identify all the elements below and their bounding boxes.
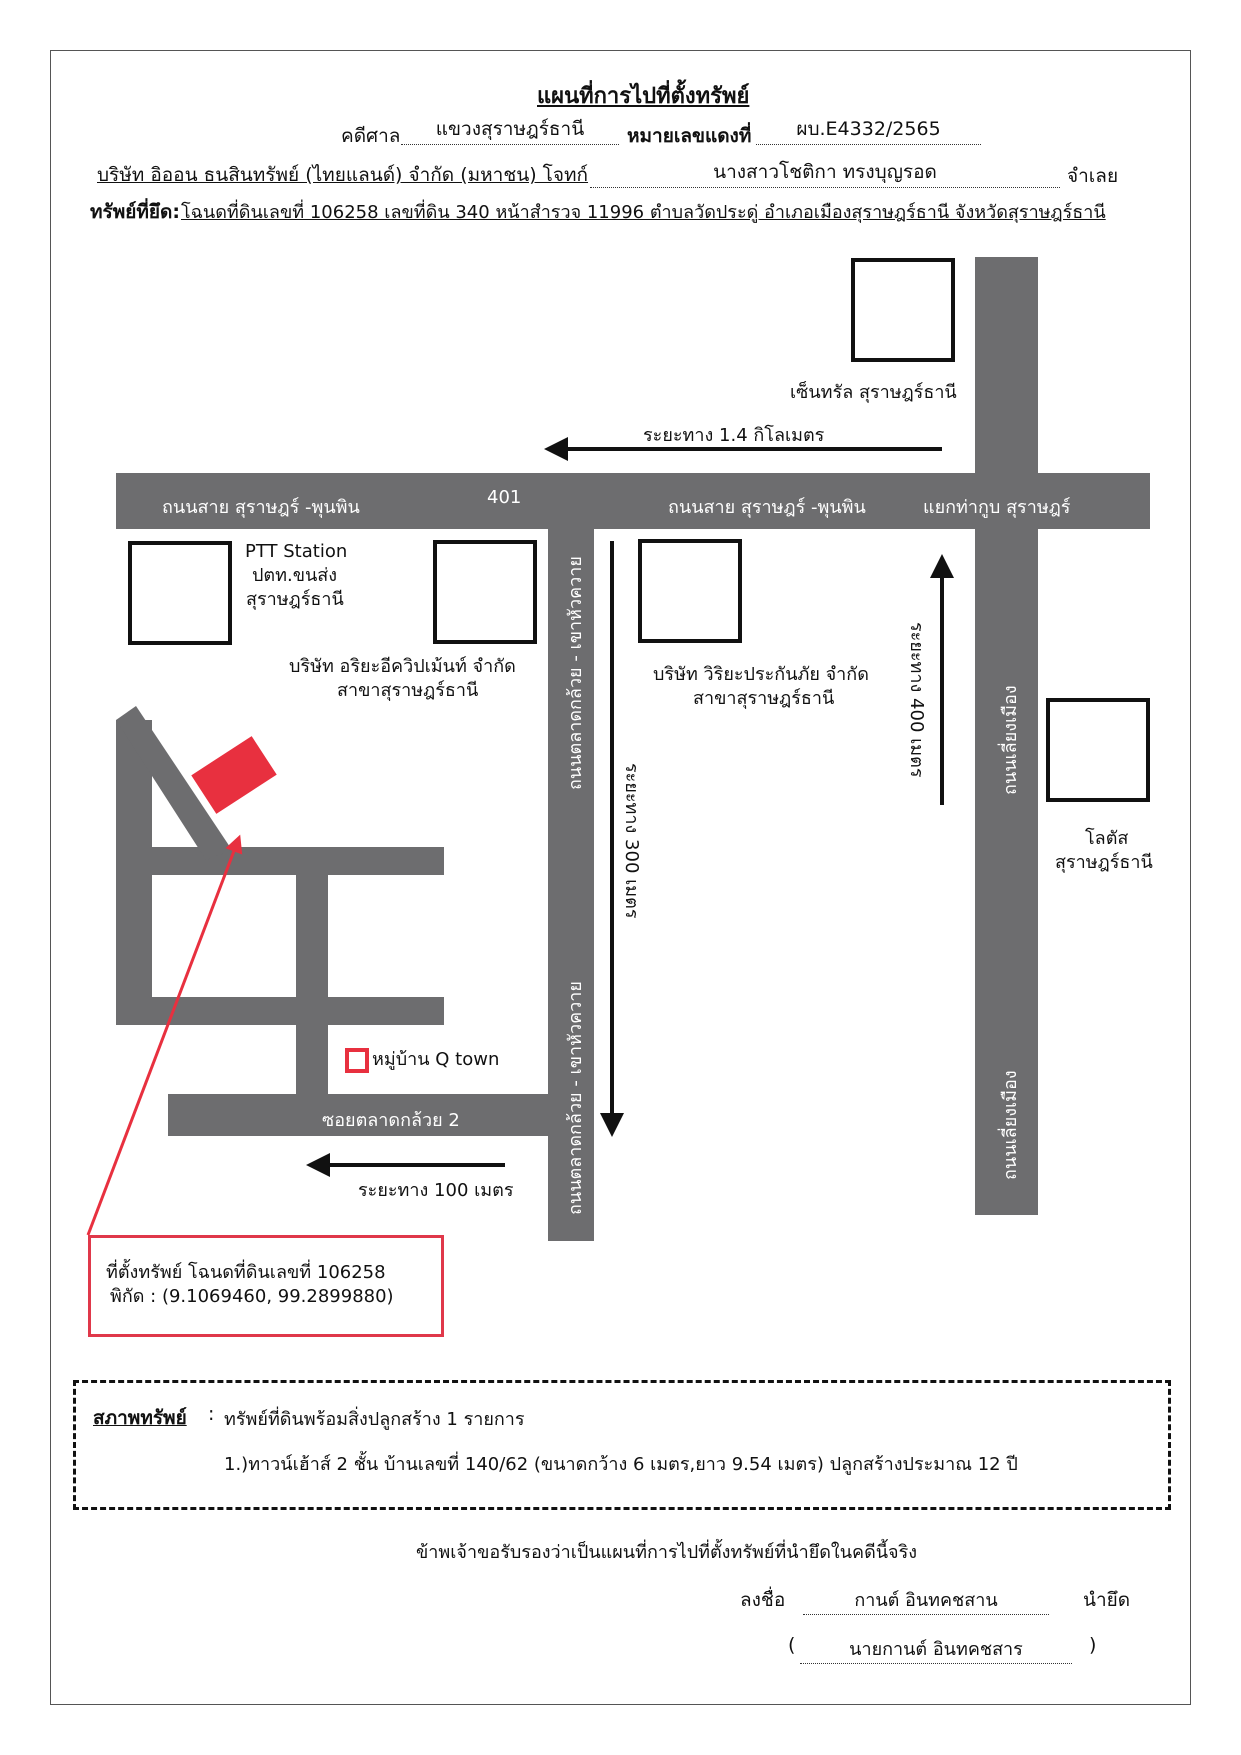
red-number-value: ผบ.E4332/2565: [756, 114, 981, 145]
road-label-talat-kluai-top: ถนนตลาดกล้วย - เขาหัวควาย: [565, 556, 586, 790]
condition-box: [73, 1380, 1171, 1510]
signature-value: กานต์ อินทคชสาน: [803, 1585, 1049, 1615]
seizer-label: นำยึด: [1083, 1589, 1131, 1611]
lotus-square: [1046, 698, 1150, 802]
condition-summary: ทรัพย์ที่ดินพร้อมสิ่งปลูกสร้าง 1 รายการ: [224, 1409, 525, 1430]
arrow-location: [86, 834, 243, 1236]
page-title: แผนที่การไปที่ตั้งทรัพย์: [537, 84, 750, 109]
label-village: หมู่บ้าน Q town: [372, 1049, 500, 1070]
case-court-label: คดีศาล: [341, 125, 401, 147]
condition-label: สภาพทรัพย์: [93, 1407, 187, 1429]
close-paren: ): [1089, 1634, 1097, 1656]
road-village-diagonal: [116, 706, 232, 860]
red-number-label: หมายเลขแดงที่: [627, 125, 752, 147]
village-square: [345, 1048, 369, 1073]
location-line-2: พิกัด : (9.1069460, 99.2899880): [110, 1286, 394, 1307]
road-label-401: 401: [487, 487, 522, 508]
road-label-main-right: ถนนสาย สุราษฎร์ -พุนพิน: [668, 497, 866, 518]
open-paren: (: [788, 1634, 796, 1656]
certification-text: ข้าพเจ้าขอรับรองว่าเป็นแผนที่การไปที่ตั้…: [416, 1542, 918, 1563]
sign-label: ลงชื่อ: [740, 1589, 786, 1611]
road-liang-mueang: [975, 257, 1038, 1215]
viriya-square: [638, 539, 742, 643]
distance-400m: ระยะทาง 400 เมตร: [906, 622, 927, 778]
defendant-value: นางสาวโชติกา ทรงบุญรอด: [590, 157, 1060, 188]
road-label-liang-mueang-top: ถนนเลี่ยงเมือง: [1000, 685, 1021, 795]
distance-100m: ระยะทาง 100 เมตร: [358, 1180, 514, 1201]
road-village-inner: [296, 847, 328, 1094]
seized-value: โฉนดที่ดินเลขที่ 106258 เลขที่ดิน 340 หน…: [181, 202, 1106, 223]
road-label-main-left: ถนนสาย สุราษฎร์ -พุนพิน: [162, 497, 360, 518]
road-soi-talat-kluai-2: [168, 1094, 548, 1136]
label-lotus-2: สุราษฎร์ธานี: [1055, 852, 1153, 873]
ptt-square: [128, 541, 232, 645]
road-village-left: [116, 720, 152, 1025]
road-village-middle: [116, 997, 444, 1025]
label-ariya-2: สาขาสุราษฎร์ธานี: [337, 680, 479, 701]
road-label-liang-mueang-bottom: ถนนเลี่ยงเมือง: [1000, 1070, 1021, 1180]
label-ptt-1: PTT Station: [245, 541, 348, 562]
property-marker: [191, 736, 277, 814]
road-label-talat-kluai-bottom: ถนนตลาดกล้วย - เขาหัวควาย: [565, 981, 586, 1215]
road-village-top: [116, 847, 444, 875]
road-talat-kluai: [548, 529, 594, 1241]
label-viriya-2: สาขาสุราษฎร์ธานี: [693, 688, 835, 709]
label-central: เซ็นทรัล สุราษฎร์ธานี: [790, 382, 957, 403]
location-line-1: ที่ตั้งทรัพย์ โฉนดที่ดินเลขที่ 106258: [106, 1262, 386, 1283]
location-box: [88, 1235, 444, 1337]
plaintiff-text: บริษัท อิออน ธนสินทรัพย์ (ไทยแลนด์) จำกั…: [97, 164, 589, 186]
printed-name: นายกานต์ อินทคชสาร: [800, 1634, 1072, 1664]
case-court-value: แขวงสุราษฎร์ธานี: [401, 114, 619, 145]
road-label-soi: ซอยตลาดกล้วย 2: [322, 1110, 460, 1131]
distance-300m: ระยะทาง 300 เมตร: [621, 763, 642, 919]
label-ptt-3: สุราษฎร์ธานี: [246, 589, 344, 610]
condition-item: 1.)ทาวน์เฮ้าส์ 2 ชั้น บ้านเลขที่ 140/62 …: [224, 1454, 1018, 1475]
central-square: [851, 258, 955, 362]
distance-1-4km: ระยะทาง 1.4 กิโลเมตร: [643, 425, 825, 446]
defendant-label: จำเลย: [1067, 165, 1119, 187]
condition-colon: :: [208, 1403, 215, 1425]
label-ptt-2: ปตท.ขนส่ง: [252, 565, 338, 586]
label-viriya-1: บริษัท วิริยะประกันภัย จำกัด: [653, 664, 869, 685]
label-ariya-1: บริษัท อริยะอีควิปเม้นท์ จำกัด: [289, 656, 516, 677]
document-frame: [50, 50, 1191, 1705]
seized-label: ทรัพย์ที่ยึด:: [90, 201, 180, 223]
label-lotus-1: โลตัส: [1085, 828, 1129, 849]
ariya-square: [433, 540, 537, 644]
road-label-junction: แยกท่ากูบ สุราษฎร์: [923, 497, 1071, 518]
